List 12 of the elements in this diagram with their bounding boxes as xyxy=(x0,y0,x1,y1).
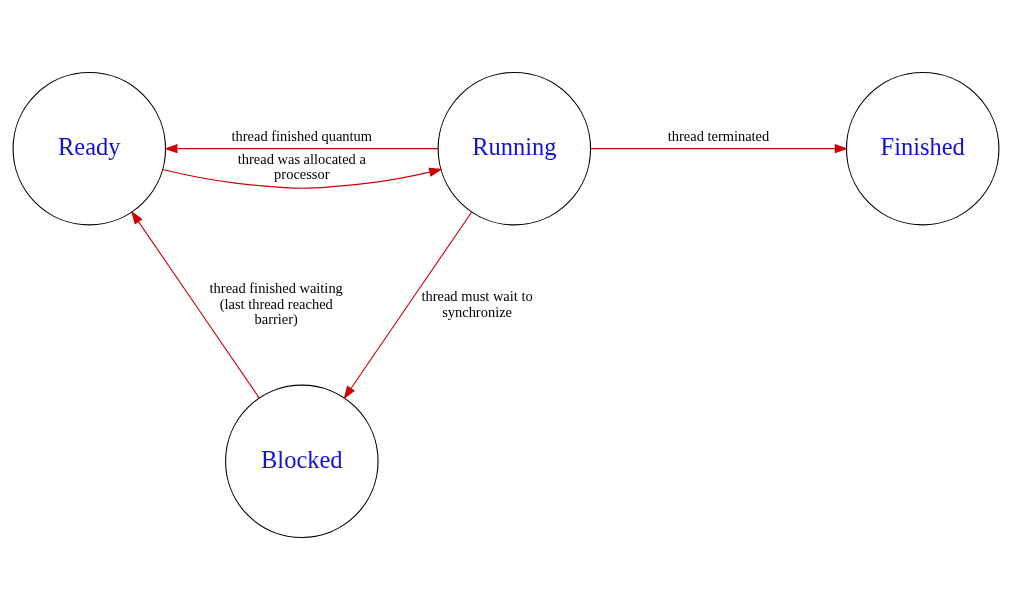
arrow xyxy=(590,144,849,154)
edge-label: thread terminated xyxy=(667,128,770,145)
edge-label: thread was allocated a processor xyxy=(237,150,366,183)
edge-label: thread must wait to synchronize xyxy=(421,287,533,320)
edge-label: thread finished waiting (last thread reached barrier) xyxy=(209,280,343,328)
arrow xyxy=(162,167,443,189)
node-circle: Finished xyxy=(845,71,1000,226)
node-circle: Running xyxy=(437,71,592,226)
edge-label: thread finished quantum xyxy=(231,128,373,145)
arrow xyxy=(343,211,473,400)
arrow xyxy=(131,210,260,399)
arrow xyxy=(164,144,439,154)
